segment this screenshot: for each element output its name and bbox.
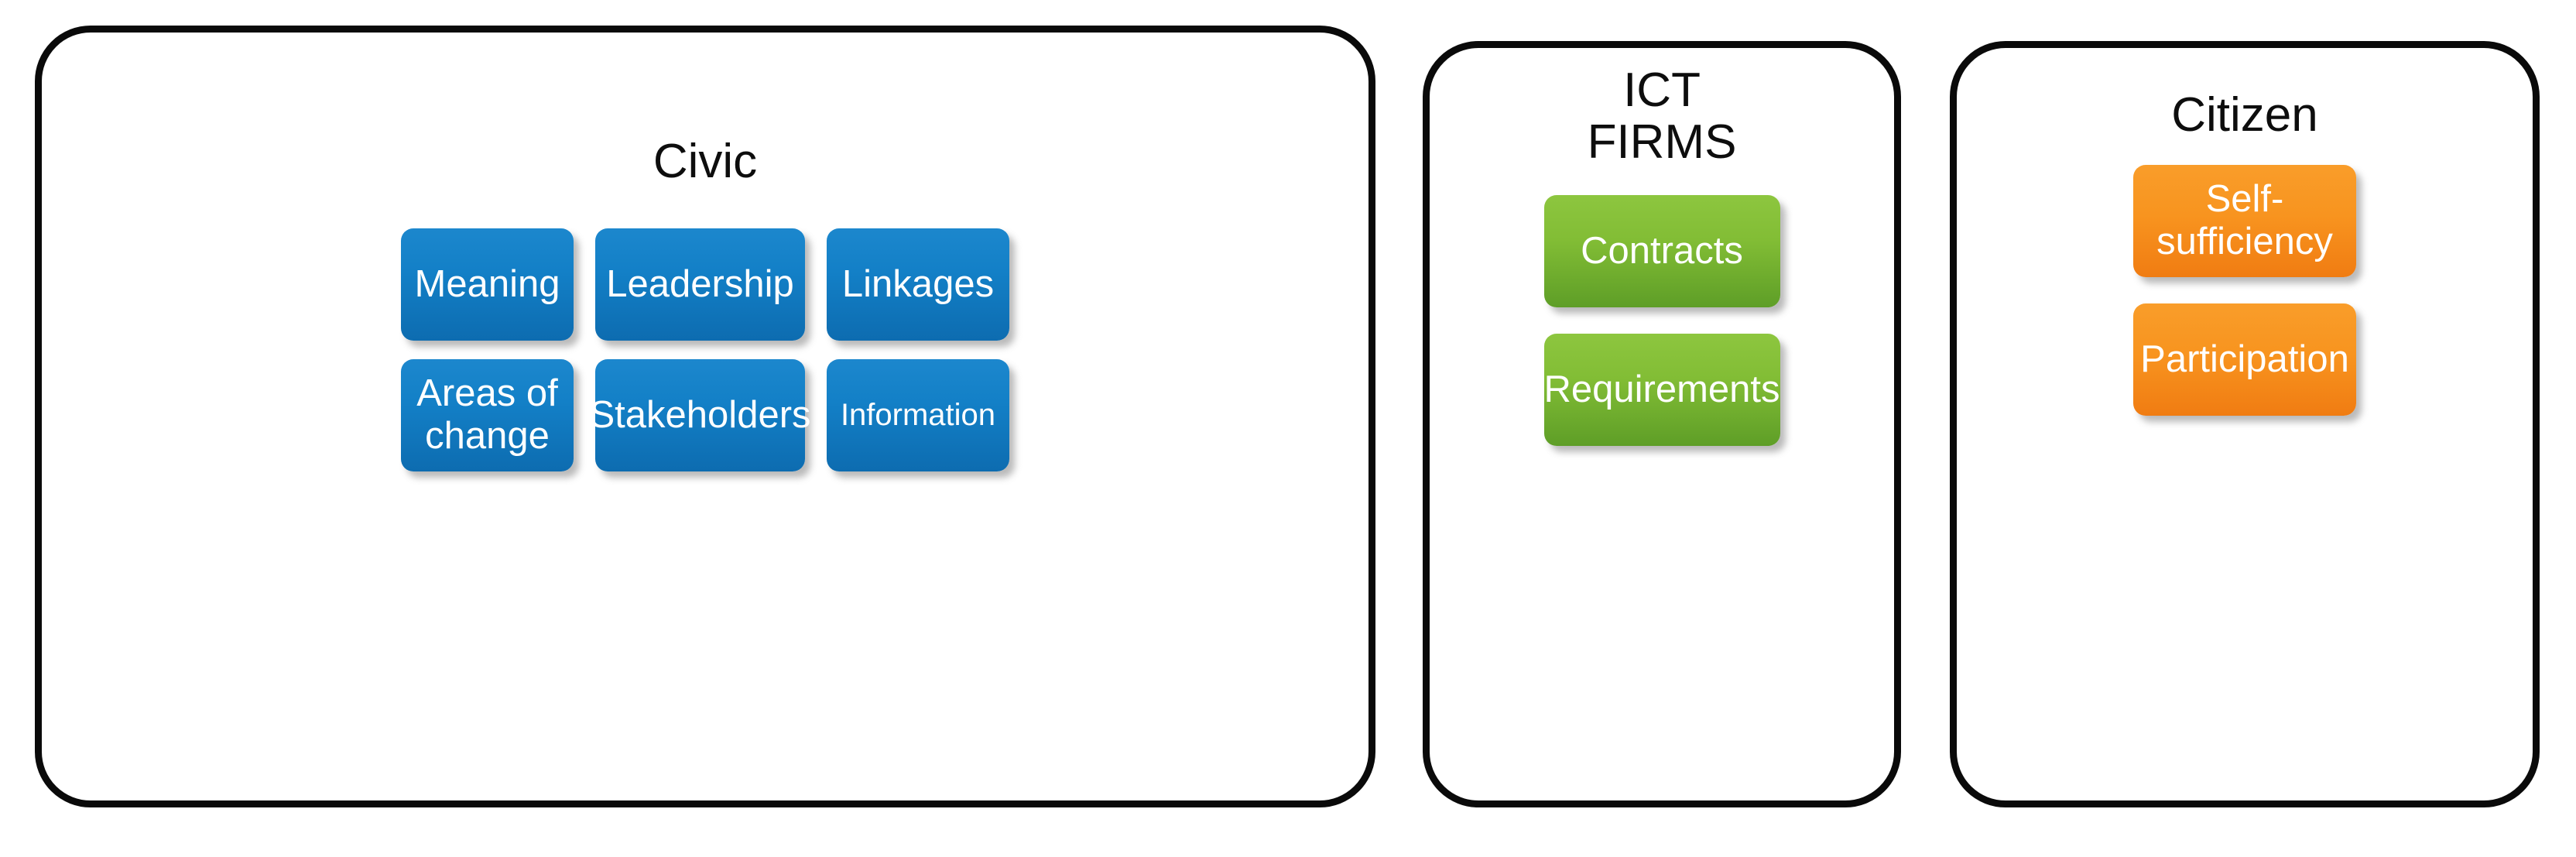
ict-firms-tile-grid: Contracts Requirements <box>1543 194 1780 446</box>
tile-participation-label: Participation <box>2140 338 2349 380</box>
tile-participation[interactable]: Participation <box>2133 303 2356 416</box>
tile-areas-of-change-label: Areas of change <box>416 372 558 458</box>
tile-self-sufficiency[interactable]: Self- sufficiency <box>2133 164 2356 277</box>
group-citizen-title: Citizen <box>2171 88 2318 142</box>
tile-stakeholders[interactable]: Stakeholders <box>590 358 811 471</box>
group-ict-firms-title: ICT FIRMS <box>1587 63 1737 169</box>
tile-information[interactable]: Information <box>827 358 1009 471</box>
citizen-tile-grid: Self- sufficiency Participation <box>2133 164 2356 416</box>
group-citizen: Citizen Self- sufficiency Participation <box>1950 41 2540 807</box>
tile-linkages-label: Linkages <box>841 262 995 305</box>
tile-requirements[interactable]: Requirements <box>1543 333 1780 446</box>
tile-areas-of-change[interactable]: Areas of change <box>401 358 574 471</box>
tile-requirements-label: Requirements <box>1543 368 1780 410</box>
tile-contracts[interactable]: Contracts <box>1543 194 1780 307</box>
tile-linkages[interactable]: Linkages <box>827 228 1009 341</box>
tile-meaning[interactable]: Meaning <box>401 228 574 341</box>
tile-meaning-label: Meaning <box>414 262 560 305</box>
civic-tile-grid: Meaning Leadership Linkages Areas of cha… <box>401 228 1009 471</box>
tile-information-label: Information <box>840 397 996 432</box>
tile-leadership-label: Leadership <box>606 262 794 305</box>
group-civic-title: Civic <box>653 135 758 188</box>
tile-stakeholders-label: Stakeholders <box>589 393 811 436</box>
tile-self-sufficiency-label: Self- sufficiency <box>2156 178 2333 263</box>
tile-leadership[interactable]: Leadership <box>595 228 805 341</box>
tile-contracts-label: Contracts <box>1581 229 1743 272</box>
group-civic: Civic Meaning Leadership Linkages Areas … <box>35 26 1375 807</box>
group-ict-firms: ICT FIRMS Contracts Requirements <box>1423 41 1901 807</box>
